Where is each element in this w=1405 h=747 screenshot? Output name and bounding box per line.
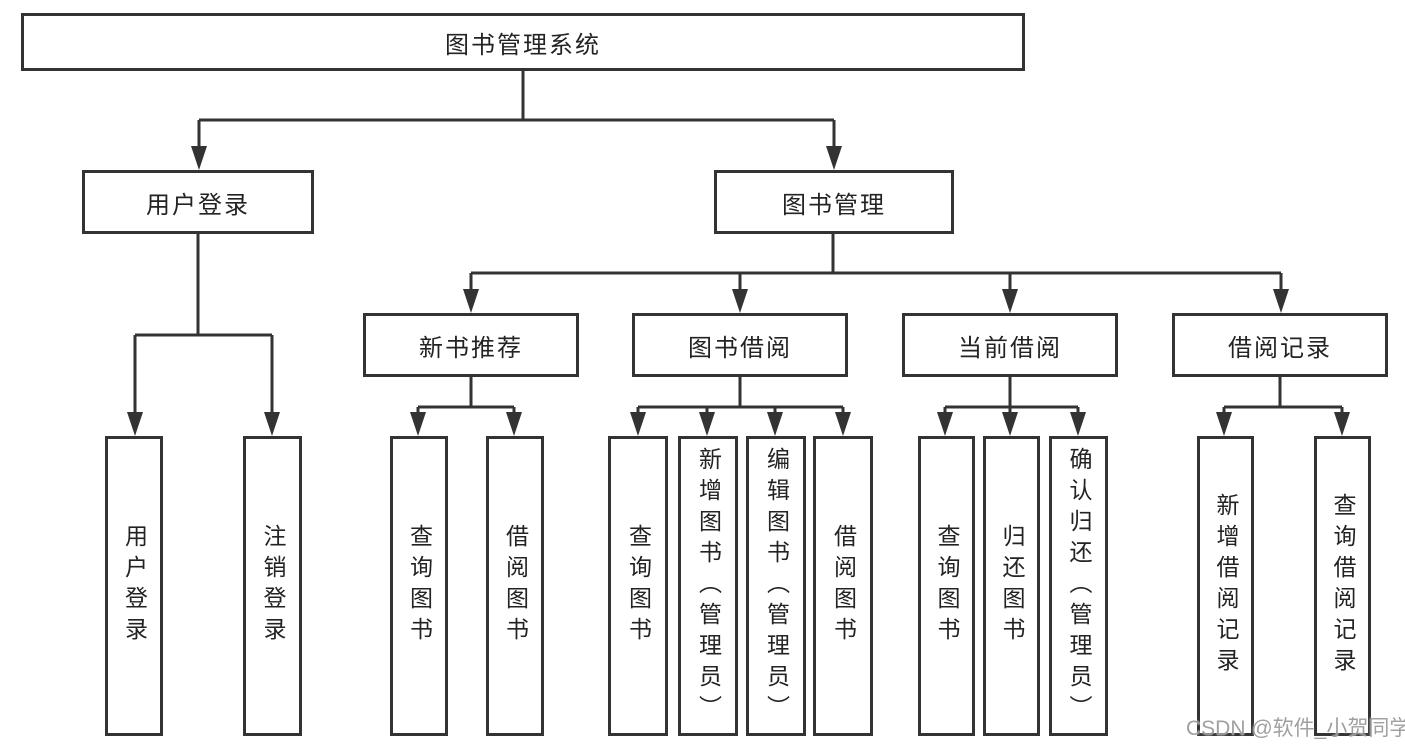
leaf-return-books-label: 归还图书: [999, 524, 1025, 648]
connector-book-borrow-to-leaves: [630, 377, 851, 436]
leaf-add-borrow-record-label: 新增借阅记录: [1213, 493, 1239, 679]
leaf-add-borrow-record: 新增借阅记录: [1197, 436, 1254, 736]
leaf-user-login-label: 用户登录: [121, 524, 148, 648]
leaf-edit-book-admin: 编辑图书（管理员）: [746, 436, 806, 736]
leaf-borrow-books-recommend-label: 借阅图书: [502, 524, 529, 648]
connector-new-book-recommend-to-leaves: [410, 377, 522, 436]
leaf-query-books-current: 查询图书: [918, 436, 975, 736]
node-root-library-system: 图书管理系统: [21, 13, 1025, 71]
leaf-add-book-admin: 新增图书（管理员）: [678, 436, 738, 736]
leaf-query-borrow-record: 查询借阅记录: [1314, 436, 1371, 736]
node-book-borrow: 图书借阅: [632, 313, 848, 377]
node-new-book-recommend: 新书推荐: [363, 313, 579, 377]
leaf-query-books-borrowmod: 查询图书: [608, 436, 668, 736]
leaf-edit-book-admin-label: 编辑图书（管理员）: [763, 446, 790, 726]
leaf-logout-login: 注销登录: [243, 436, 302, 736]
leaf-borrow-books-borrowmod-label: 借阅图书: [830, 524, 857, 648]
leaf-query-books-recommend: 查询图书: [390, 436, 448, 736]
connector-current-borrow-to-leaves: [937, 377, 1086, 436]
node-book-management: 图书管理: [714, 170, 954, 234]
leaf-borrow-books-recommend: 借阅图书: [486, 436, 544, 736]
connector-root-to-level2: [191, 70, 842, 170]
leaf-add-book-admin-label: 新增图书（管理员）: [695, 446, 722, 726]
leaf-query-books-recommend-label: 查询图书: [406, 524, 433, 648]
leaf-confirm-return-admin: 确认归还（管理员）: [1049, 436, 1108, 736]
leaf-return-books: 归还图书: [983, 436, 1040, 736]
leaf-confirm-return-admin-label: 确认归还（管理员）: [1066, 446, 1092, 726]
leaf-borrow-books-borrowmod: 借阅图书: [813, 436, 873, 736]
leaf-query-books-borrowmod-label: 查询图书: [625, 524, 652, 648]
leaf-query-books-current-label: 查询图书: [934, 524, 960, 648]
leaf-logout-login-label: 注销登录: [260, 524, 286, 648]
node-borrow-records: 借阅记录: [1172, 313, 1388, 377]
watermark: CSDN @软件_小贺同学: [1186, 717, 1405, 740]
connector-book-management-to-level3: [463, 233, 1289, 313]
node-current-borrow: 当前借阅: [902, 313, 1118, 377]
leaf-user-login: 用户登录: [105, 436, 163, 736]
leaf-query-borrow-record-label: 查询借阅记录: [1330, 493, 1356, 679]
node-user-login: 用户登录: [82, 170, 314, 234]
connector-user-login-to-leaves: [127, 233, 280, 436]
connector-borrow-records-to-leaves: [1216, 377, 1350, 436]
